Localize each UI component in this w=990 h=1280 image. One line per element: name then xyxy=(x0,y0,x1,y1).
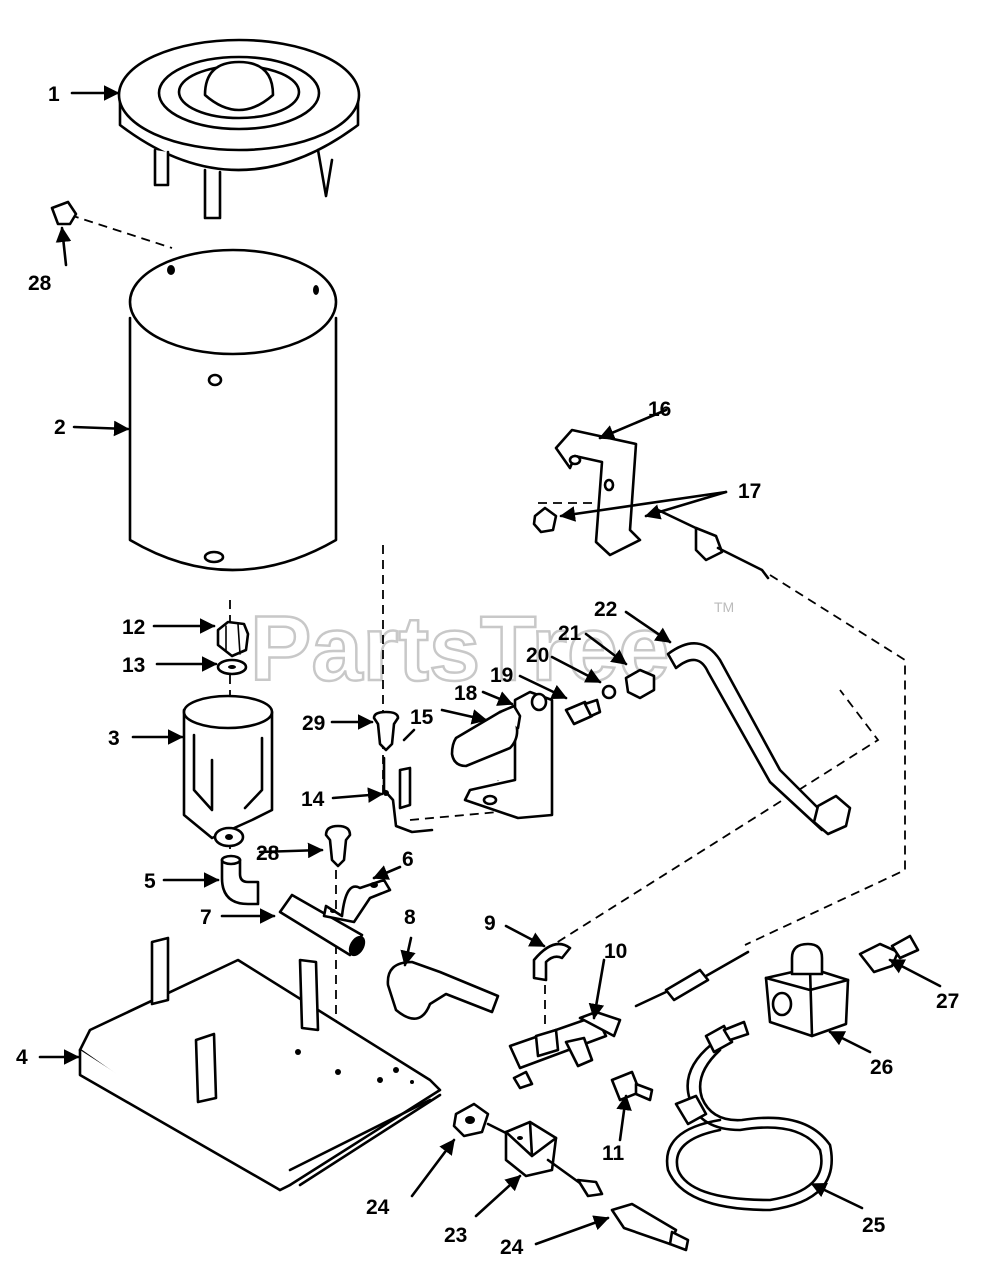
part-1-top-cap xyxy=(117,38,361,220)
part-5-elbow xyxy=(220,854,260,906)
callout-27: 27 xyxy=(936,990,959,1013)
part-25-hose xyxy=(665,1020,833,1212)
part-23-block xyxy=(486,1120,558,1178)
callout-7: 7 xyxy=(200,906,212,929)
part-20-ferrule xyxy=(601,684,617,700)
callout-28-mid: 28 xyxy=(256,842,280,865)
callout-21: 21 xyxy=(558,622,582,645)
callout-17: 17 xyxy=(738,480,761,503)
callout-16: 16 xyxy=(648,398,671,421)
callout-25: 25 xyxy=(862,1214,886,1237)
callout-2: 2 xyxy=(54,416,66,439)
callout-3: 3 xyxy=(108,727,120,750)
leader-arrows xyxy=(38,85,942,1246)
part-19-fitting xyxy=(564,698,602,726)
part-29-pin xyxy=(372,710,400,752)
part-14-wire xyxy=(382,728,434,834)
callout-15: 15 xyxy=(410,706,434,729)
callout-labels: 1 28 2 16 17 22 12 21 13 20 19 18 29 15 … xyxy=(16,83,959,1259)
part-3-burner-cup xyxy=(182,694,274,848)
part-7-tube xyxy=(278,893,366,957)
part-9-elbow xyxy=(532,942,572,982)
callout-18: 18 xyxy=(454,682,478,705)
part-13-washer xyxy=(216,658,248,676)
callout-23: 23 xyxy=(444,1224,467,1247)
part-8-bracket xyxy=(386,960,500,1020)
part-28-pin xyxy=(324,824,352,868)
part-12-nut xyxy=(216,620,250,658)
callout-14: 14 xyxy=(301,788,325,811)
callout-8: 8 xyxy=(404,906,416,929)
callout-19: 19 xyxy=(490,664,513,687)
connector-line xyxy=(634,950,750,1008)
part-17-screw xyxy=(532,506,558,534)
part-18-bracket xyxy=(463,690,554,820)
callout-20: 20 xyxy=(526,644,549,667)
callout-22: 22 xyxy=(594,598,617,621)
callout-28-top: 28 xyxy=(28,272,52,295)
callout-1: 1 xyxy=(48,83,60,106)
part-24-orifice xyxy=(546,1158,690,1252)
part-16-bracket xyxy=(554,428,642,557)
part-22-tube xyxy=(666,642,852,836)
callout-24-top: 24 xyxy=(366,1196,390,1219)
callout-29: 29 xyxy=(302,712,325,735)
callout-24-bottom: 24 xyxy=(500,1236,524,1259)
callout-4: 4 xyxy=(16,1046,28,1069)
part-11-fitting xyxy=(610,1070,654,1102)
part-17-sensor xyxy=(656,508,770,580)
callout-5: 5 xyxy=(144,870,156,893)
part-4-base xyxy=(78,936,442,1192)
watermark-text: PartsTree xyxy=(250,598,669,700)
part-27-fitting xyxy=(858,934,920,974)
callout-26: 26 xyxy=(870,1056,893,1079)
callout-11: 11 xyxy=(602,1142,625,1165)
part-26-valve-block xyxy=(764,942,850,1038)
part-10-manifold xyxy=(508,1010,622,1090)
callout-12: 12 xyxy=(122,616,145,639)
watermark-tm: TM xyxy=(714,599,734,615)
part-2-drum xyxy=(128,248,338,572)
callout-10: 10 xyxy=(604,940,627,963)
callout-9: 9 xyxy=(484,912,496,935)
part-28-screw-top xyxy=(50,200,78,226)
watermark: PartsTree TM xyxy=(249,597,734,702)
part-15-valve xyxy=(450,704,522,768)
callout-13: 13 xyxy=(122,654,145,677)
callout-6: 6 xyxy=(402,848,414,871)
part-24-nut xyxy=(452,1102,490,1138)
part-21-nut xyxy=(624,668,656,700)
part-6-clamp xyxy=(322,878,392,924)
